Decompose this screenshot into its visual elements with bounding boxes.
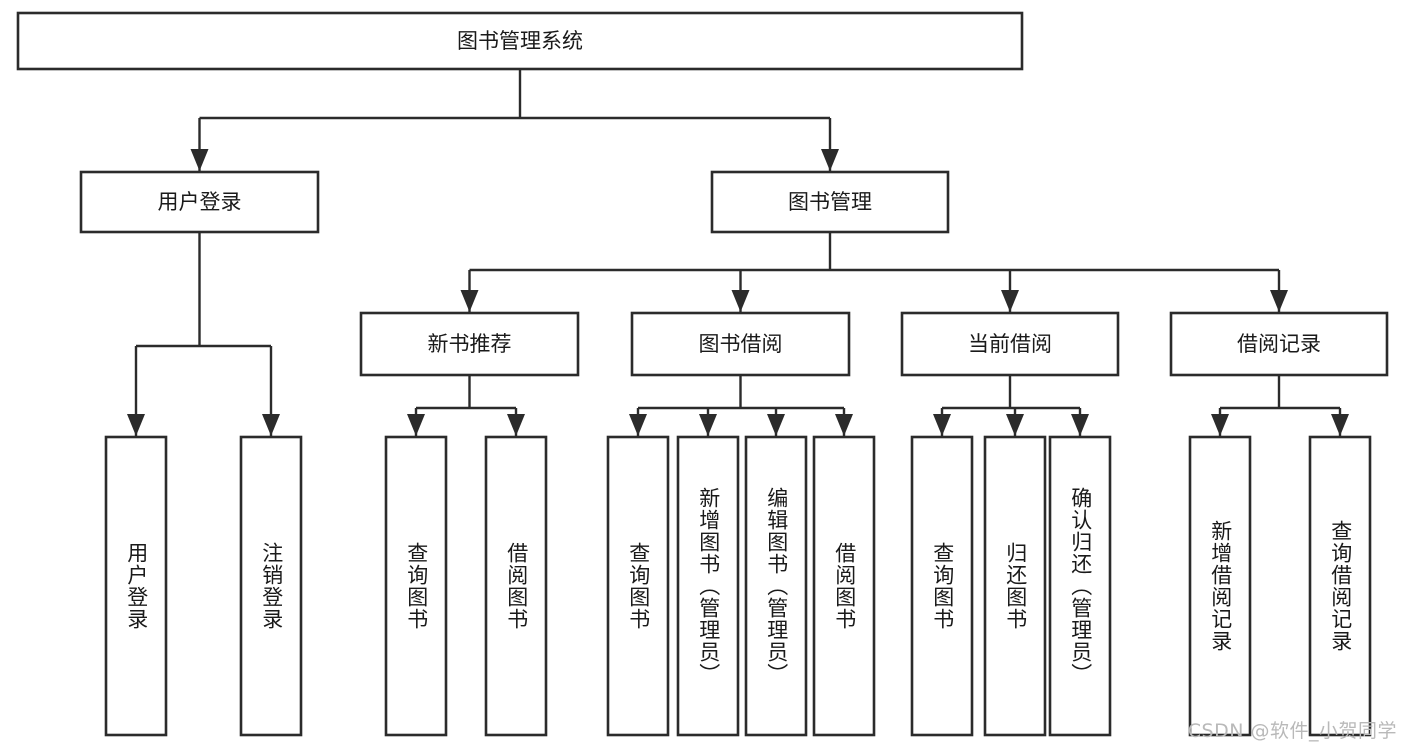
arrow-head-icon-leaf-add-borrow-record — [1211, 414, 1229, 436]
node-box-book-management[interactable] — [710, 170, 950, 234]
arrow-head-icon-leaf-confirm-return — [1071, 414, 1089, 436]
watermark-text: CSDN @软件_小贺同学 — [1187, 720, 1397, 742]
arrow-head-icon-leaf-query-book-recommend — [407, 414, 425, 436]
node-box-leaf-return-book[interactable] — [983, 435, 1047, 737]
node-label-new-book-recommend: 新书推荐 — [428, 332, 512, 356]
node-box-leaf-edit-book[interactable] — [744, 435, 808, 737]
node-label-root: 图书管理系统 — [457, 29, 583, 53]
node-label-book-management: 图书管理 — [788, 190, 872, 214]
node-box-book-borrow[interactable] — [630, 311, 851, 377]
node-box-user-login[interactable] — [79, 170, 320, 234]
node-box-leaf-add-book[interactable] — [676, 435, 740, 737]
arrow-head-icon-new-book-recommend — [460, 290, 479, 312]
node-box-leaf-user-login[interactable] — [104, 435, 168, 737]
arrow-head-icon-leaf-edit-book — [767, 414, 785, 436]
arrow-head-icon-leaf-user-login — [127, 414, 145, 436]
node-box-current-borrow[interactable] — [900, 311, 1120, 377]
arrow-head-icon-borrow-record — [1270, 290, 1288, 312]
node-box-leaf-query-book-recommend[interactable] — [384, 435, 448, 737]
arrow-head-icon-user-login — [190, 149, 209, 171]
arrow-head-icon-book-management — [821, 149, 839, 171]
node-label-user-login: 用户登录 — [158, 190, 242, 214]
node-box-leaf-logout[interactable] — [239, 435, 303, 737]
arrow-head-icon-leaf-query-book-borrow — [629, 414, 647, 436]
arrow-head-icon-leaf-borrow-book-recommend — [507, 414, 525, 436]
node-box-leaf-query-borrow-record[interactable] — [1308, 435, 1372, 737]
node-box-leaf-borrow-book[interactable] — [812, 435, 876, 737]
arrow-head-icon-leaf-borrow-book — [835, 414, 853, 436]
node-box-leaf-borrow-book-recommend[interactable] — [484, 435, 548, 737]
node-box-leaf-confirm-return[interactable] — [1048, 435, 1112, 737]
node-box-leaf-add-borrow-record[interactable] — [1188, 435, 1252, 737]
node-label-current-borrow: 当前借阅 — [968, 332, 1052, 356]
node-label-borrow-record: 借阅记录 — [1237, 332, 1321, 356]
node-box-leaf-query-book-borrow[interactable] — [606, 435, 670, 737]
node-boxes-group — [16, 11, 1389, 737]
node-box-root[interactable] — [16, 11, 1024, 71]
node-box-leaf-query-book-current[interactable] — [910, 435, 974, 737]
arrow-head-icon-leaf-logout — [262, 414, 280, 436]
node-box-new-book-recommend[interactable] — [359, 311, 580, 377]
arrow-head-icon-book-borrow — [731, 290, 750, 312]
connector-lines-group — [127, 69, 1349, 436]
node-box-borrow-record[interactable] — [1169, 311, 1389, 377]
arrow-head-icon-leaf-query-borrow-record — [1331, 414, 1349, 436]
node-label-book-borrow: 图书借阅 — [699, 332, 783, 356]
arrow-head-icon-current-borrow — [1001, 290, 1019, 312]
arrow-head-icon-leaf-query-book-current — [933, 414, 951, 436]
arrow-head-icon-leaf-return-book — [1006, 414, 1024, 436]
arrow-head-icon-leaf-add-book — [699, 414, 717, 436]
